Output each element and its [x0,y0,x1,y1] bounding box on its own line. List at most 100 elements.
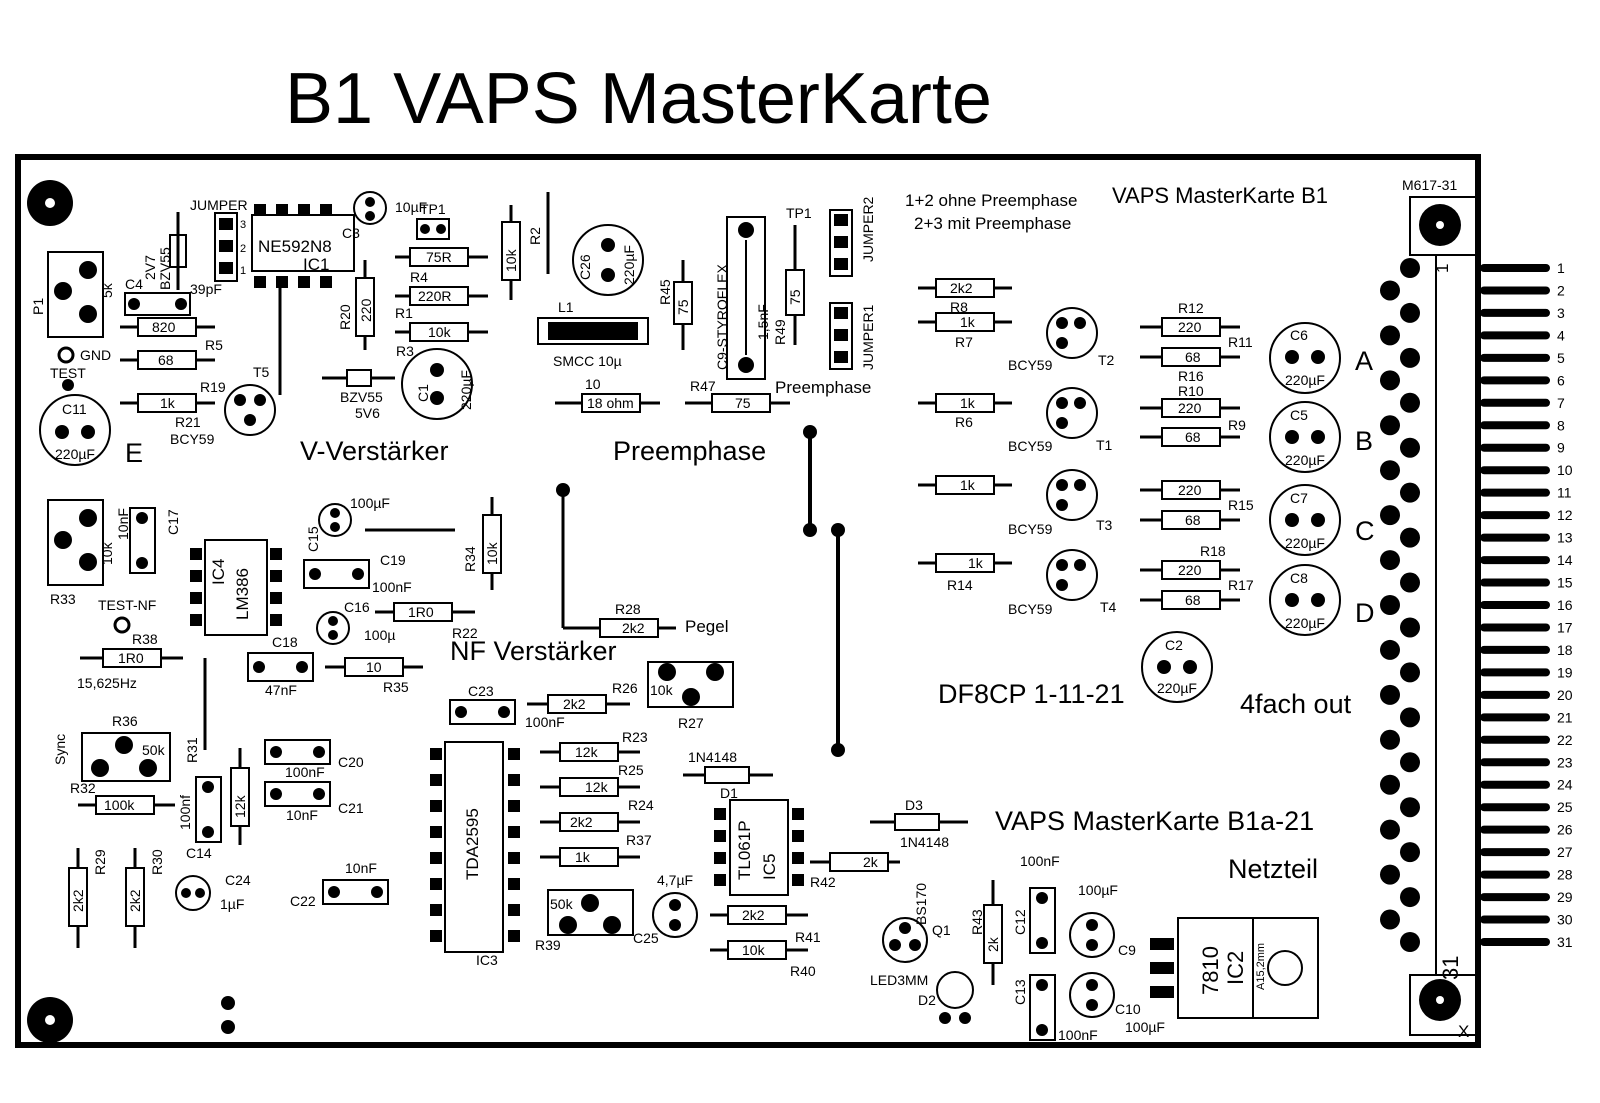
connector-finger [1480,601,1550,609]
pin-first-label: 1 [1433,264,1452,273]
svg-text:100µF: 100µF [350,495,390,511]
svg-text:R10: R10 [1178,383,1204,399]
svg-text:T2: T2 [1098,352,1115,368]
ic3: TDA2595 IC3 [430,741,520,968]
svg-text:5V6: 5V6 [355,405,380,421]
connector-pin-numbers: 1234567891011121314151617181920212223242… [1557,260,1573,950]
connector-pad [1400,392,1420,413]
svg-text:R43: R43 [969,909,985,935]
svg-text:R18: R18 [1200,543,1226,559]
capacitor-c7: C7 220µF [1269,484,1341,556]
svg-text:LM386: LM386 [233,568,252,620]
resistor-r43: 2k R43 [969,880,1003,985]
connector-finger [1480,645,1550,654]
resistor-r8: 2k2 R8 [918,278,1012,315]
resistor-r34: 10k R34 [462,497,502,590]
svg-text:68: 68 [1185,349,1201,365]
svg-text:220: 220 [1178,400,1202,416]
svg-text:100µF: 100µF [1125,1019,1165,1035]
svg-text:12k: 12k [575,744,599,760]
svg-text:1k: 1k [960,314,976,330]
svg-text:R20: R20 [337,304,353,330]
svg-text:C25: C25 [633,930,659,946]
capacitor-c24: C24 1µF [175,872,251,912]
svg-text:C2: C2 [1165,637,1183,653]
capacitor-c3: C3 10µF [342,191,427,241]
connector-pad [1380,639,1400,660]
svg-text:1R0: 1R0 [408,604,434,620]
connector-finger [1480,938,1550,946]
resistor-r1: 220R R1 [395,286,488,321]
svg-text:75: 75 [787,289,803,305]
svg-text:2k2: 2k2 [950,280,973,296]
pot-p1: P1 5k [30,251,115,338]
svg-text:IC3: IC3 [476,952,498,968]
output-label: 4fach out [1240,689,1352,719]
svg-text:4,7µF: 4,7µF [657,872,693,888]
ic3-pin [508,826,520,838]
svg-text:Pegel: Pegel [685,617,728,636]
resistor-r17: 68 R17 [1140,577,1254,610]
svg-text:BS170: BS170 [913,883,929,925]
svg-text:C12: C12 [1012,909,1028,935]
svg-text:C10: C10 [1115,1001,1141,1017]
svg-text:BZV55: BZV55 [157,247,173,290]
capacitor-c14: 100nf C14 [177,776,222,861]
section-nf-verstaerker: NF Verstärker [450,636,617,666]
connector-finger [1480,780,1550,789]
jumper2: JUMPER2 [829,196,876,277]
svg-text:10k: 10k [484,541,500,565]
svg-text:D2: D2 [918,992,936,1008]
svg-text:R5: R5 [205,337,223,353]
svg-text:100µ: 100µ [364,627,395,643]
svg-text:C9-STYROFLEX: C9-STYROFLEX [714,264,730,370]
jumper-note-2: 2+3 mit Preemphase [914,214,1071,233]
resistor-r22: 1R0 R22 [375,602,478,641]
resistor-r21: 1k R19 R21 [120,379,226,430]
connector-finger [1480,623,1550,632]
connector-pin-number: 20 [1557,687,1573,703]
connector-pad [1400,932,1420,952]
svg-text:820: 820 [152,319,176,335]
svg-text:R22: R22 [452,625,478,641]
capacitor-c2: C2 220µF [1141,631,1213,703]
svg-text:L1: L1 [558,299,574,315]
trimmer-r27: 10k R27 [647,661,734,731]
connector-fingers [1480,264,1550,946]
jumper-label: JUMPER [190,197,248,213]
zener-2v7: 2V7 BZV55 [142,212,187,290]
svg-text:R27: R27 [678,715,704,731]
svg-text:C22: C22 [290,893,316,909]
pot-r33: R33 10k [47,499,115,607]
svg-text:R9: R9 [1228,417,1246,433]
svg-text:Q1: Q1 [932,922,951,938]
svg-text:50k: 50k [142,742,166,758]
capacitor-c6: C6 220µF [1269,322,1341,394]
svg-text:IC1: IC1 [303,255,329,274]
svg-text:D3: D3 [905,797,923,813]
resistor-r24: 2k2 R24 [540,797,654,832]
ic3-pin [430,774,442,786]
svg-text:220: 220 [1178,319,1202,335]
resistor-r47: 75 R47 [685,378,790,413]
svg-text:10nF: 10nF [345,860,377,876]
connector-pad [1400,797,1420,818]
capacitor-c21: 10nF C21 [264,781,364,823]
svg-text:R28: R28 [615,601,641,617]
connector-finger [1480,668,1550,677]
svg-text:220R: 220R [418,288,451,304]
connector-pin-number: 10 [1557,462,1573,478]
connector-pin-number: 31 [1557,934,1573,950]
resistor-r20: 220 R20 [337,260,375,350]
resistor-r26: 2k2 R26 [527,680,638,714]
svg-text:75: 75 [735,395,751,411]
svg-text:IC5: IC5 [760,854,779,880]
svg-text:R34: R34 [462,546,478,572]
ic3-pin [508,800,520,812]
capacitor-c19: C19 100nF [303,552,412,595]
svg-text:C21: C21 [338,800,364,816]
led-d2: LED3MM D2 [870,971,974,1024]
svg-text:220µF: 220µF [55,446,95,462]
svg-text:1k: 1k [968,555,984,571]
transistor-t1: BCY59 T1 [1008,387,1113,454]
